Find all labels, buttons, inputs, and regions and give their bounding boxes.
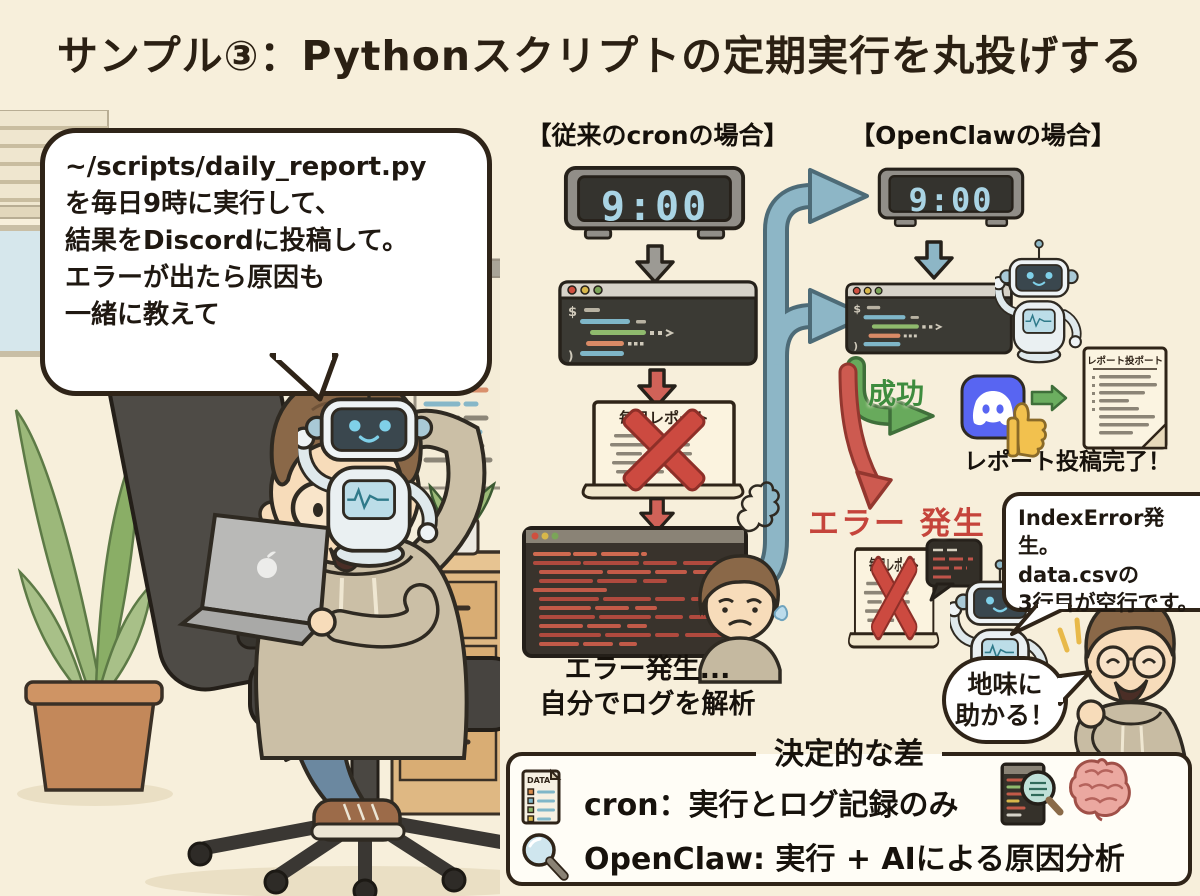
- openclaw-terminal: [845, 282, 1013, 355]
- apple-logo: [257, 551, 277, 578]
- cron-terminal: [558, 280, 758, 366]
- thumbs-up-icon: [1006, 402, 1047, 458]
- user-reaction-bubble: 地味に 助かる！: [942, 656, 1068, 744]
- frustration-scribble: [736, 481, 780, 533]
- report-posted-doc-title: レポート投ポート: [1087, 355, 1163, 367]
- openclaw-failed-report-doc: [847, 547, 941, 649]
- data-document-icon: DATA: [521, 768, 562, 825]
- comparison-flow: 9:00: [522, 165, 1191, 812]
- cron-caption-line: 自分でログを解析: [539, 689, 756, 721]
- reaction-line: 助かる！: [954, 701, 1055, 730]
- request-line: を毎日9時に実行して、: [65, 188, 342, 219]
- openclaw-clock-time: 9:00: [908, 181, 993, 219]
- openclaw-column-header: 【OpenClawの場合】: [850, 121, 1116, 150]
- floor-plant: [14, 409, 173, 806]
- cron-summary-row: cron：実行とログ記録のみ: [584, 788, 959, 823]
- openclaw-clock: 9:00: [877, 167, 1025, 228]
- developer-person: [177, 371, 487, 842]
- user-request-bubble: ~/scripts/daily_report.py を毎日9時に実行して、 結果…: [40, 128, 492, 396]
- request-line: 結果をDiscordに投稿して。: [65, 225, 409, 256]
- laptop: [177, 512, 331, 647]
- bubble-tail: [269, 353, 339, 402]
- confused-person: [698, 481, 789, 684]
- robot-log-bubble: [925, 538, 983, 602]
- cron-clock-time: 9:00: [601, 184, 709, 230]
- request-line: 一緒に教えて: [65, 299, 220, 330]
- gray-down-arrow-icon: [635, 244, 675, 284]
- cron-column-header: 【従来のcronの場合】: [526, 121, 789, 150]
- brain-icon: [1069, 758, 1131, 822]
- report-posted-doc: レポート投ポート: [1082, 346, 1168, 450]
- cron-clock: 9:00: [563, 165, 746, 241]
- analysis-line: data.csvの: [1018, 562, 1140, 587]
- code-magnifier-icon: [1000, 762, 1064, 826]
- analysis-bubble-tail: [1010, 604, 1072, 636]
- success-caption: レポート投稿完了！: [964, 449, 1171, 475]
- cron-failed-report-doc: [581, 400, 745, 500]
- error-label: エラー 発生: [808, 506, 986, 542]
- small-green-arrow-icon: [1030, 384, 1068, 412]
- error-arrow: [838, 362, 893, 510]
- reaction-bubble-tail: [1058, 670, 1092, 706]
- openclaw-summary-row: OpenClaw: 実行 + AIによる原因分析: [584, 842, 1125, 877]
- cron-result-caption: エラー発生... 自分でログを解析: [500, 652, 795, 722]
- request-line: ~/scripts/daily_report.py: [65, 152, 427, 182]
- magnifier-icon: [522, 833, 569, 881]
- data-icon-label: DATA: [527, 776, 551, 785]
- reaction-line: 地味に: [967, 669, 1043, 699]
- page-title: サンプル③：Pythonスクリプトの定期実行を丸投げする: [56, 32, 1144, 80]
- cron-caption-line: エラー発生...: [564, 654, 731, 685]
- request-line: エラーが出たら原因も: [65, 262, 326, 293]
- analysis-line: IndexError発生。: [1018, 506, 1165, 559]
- success-label: 成功: [868, 377, 925, 410]
- blue-down-arrow-icon: [914, 240, 954, 280]
- robot-analysis-bubble: IndexError発生。 data.csvの 3行目が空行です。: [1002, 492, 1200, 615]
- left-scene-illustration: [0, 110, 500, 896]
- summary-title: 決定的な差: [756, 729, 942, 773]
